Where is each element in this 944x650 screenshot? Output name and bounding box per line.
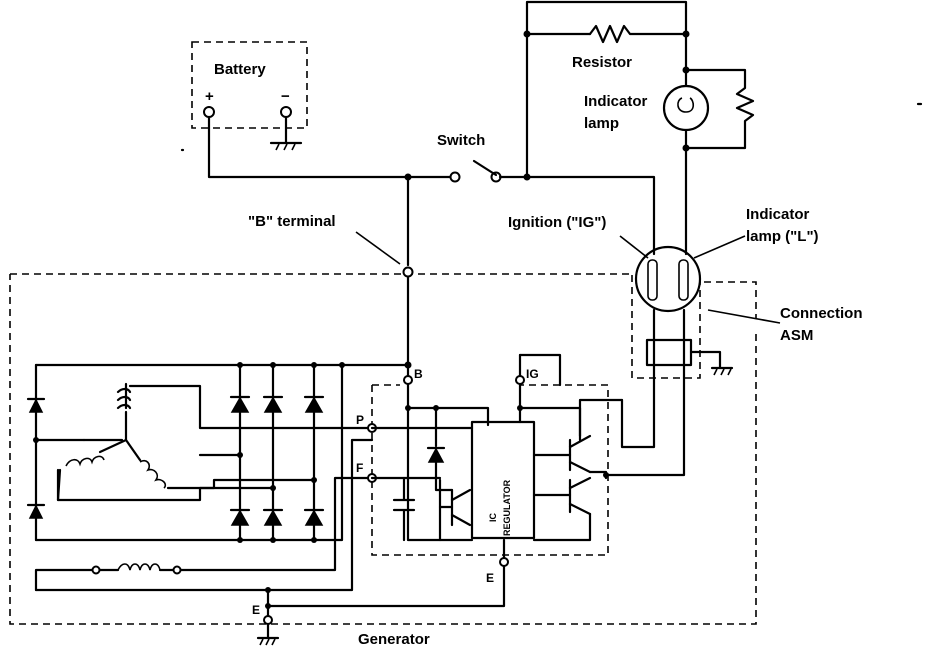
- battery-positive-terminal: [203, 106, 215, 118]
- diode-icon: [26, 397, 46, 413]
- terminal-ig: [515, 375, 525, 385]
- resistor: Resistor: [572, 24, 688, 71]
- terminal-e-regulator: [499, 557, 509, 567]
- battery-plus-label: +: [205, 88, 214, 105]
- b-terminal: "B" terminal: [248, 213, 414, 278]
- diode-icon: [262, 395, 284, 413]
- diode-icon: [303, 395, 325, 413]
- diode-icon: [303, 508, 325, 526]
- generator-ground-icon: [256, 622, 280, 646]
- rectifier-bridge: [26, 362, 410, 543]
- battery-label: Battery: [214, 61, 266, 78]
- resistor-label: Resistor: [572, 54, 632, 71]
- field-coil-icon: [34, 438, 374, 592]
- stator-winding-icon: [56, 382, 374, 502]
- generator-label: Generator: [358, 631, 430, 648]
- terminal-e-regulator-label: E: [486, 571, 494, 585]
- battery: Battery + −: [191, 41, 308, 151]
- terminal-e-generator: [263, 615, 273, 625]
- capacitor-icon: [392, 476, 416, 542]
- transistor-icon: [438, 478, 472, 542]
- terminal-p-label: P: [356, 413, 364, 427]
- transistor-icon: [532, 476, 592, 516]
- battery-minus-label: −: [281, 88, 290, 105]
- ignition-label: Ignition ("IG"): [508, 214, 606, 231]
- connection-asm: [631, 245, 781, 379]
- b-terminal-label: "B" terminal: [248, 213, 336, 230]
- diode-icon: [262, 508, 284, 526]
- diode-icon: [229, 395, 251, 413]
- terminal-ig-label: IG: [526, 367, 539, 381]
- terminal-f-label: F: [356, 461, 363, 475]
- diode-icon: [26, 503, 46, 519]
- battery-ground-icon: [269, 141, 303, 151]
- transistor-icon: [532, 434, 592, 474]
- diode-icon: [229, 508, 251, 526]
- battery-negative-terminal: [280, 106, 292, 118]
- terminal-b: [403, 375, 413, 385]
- terminal-b-label: B: [414, 367, 423, 381]
- switch: Switch: [437, 132, 502, 183]
- terminal-e-generator-label: E: [252, 603, 260, 617]
- switch-label: Switch: [437, 132, 485, 149]
